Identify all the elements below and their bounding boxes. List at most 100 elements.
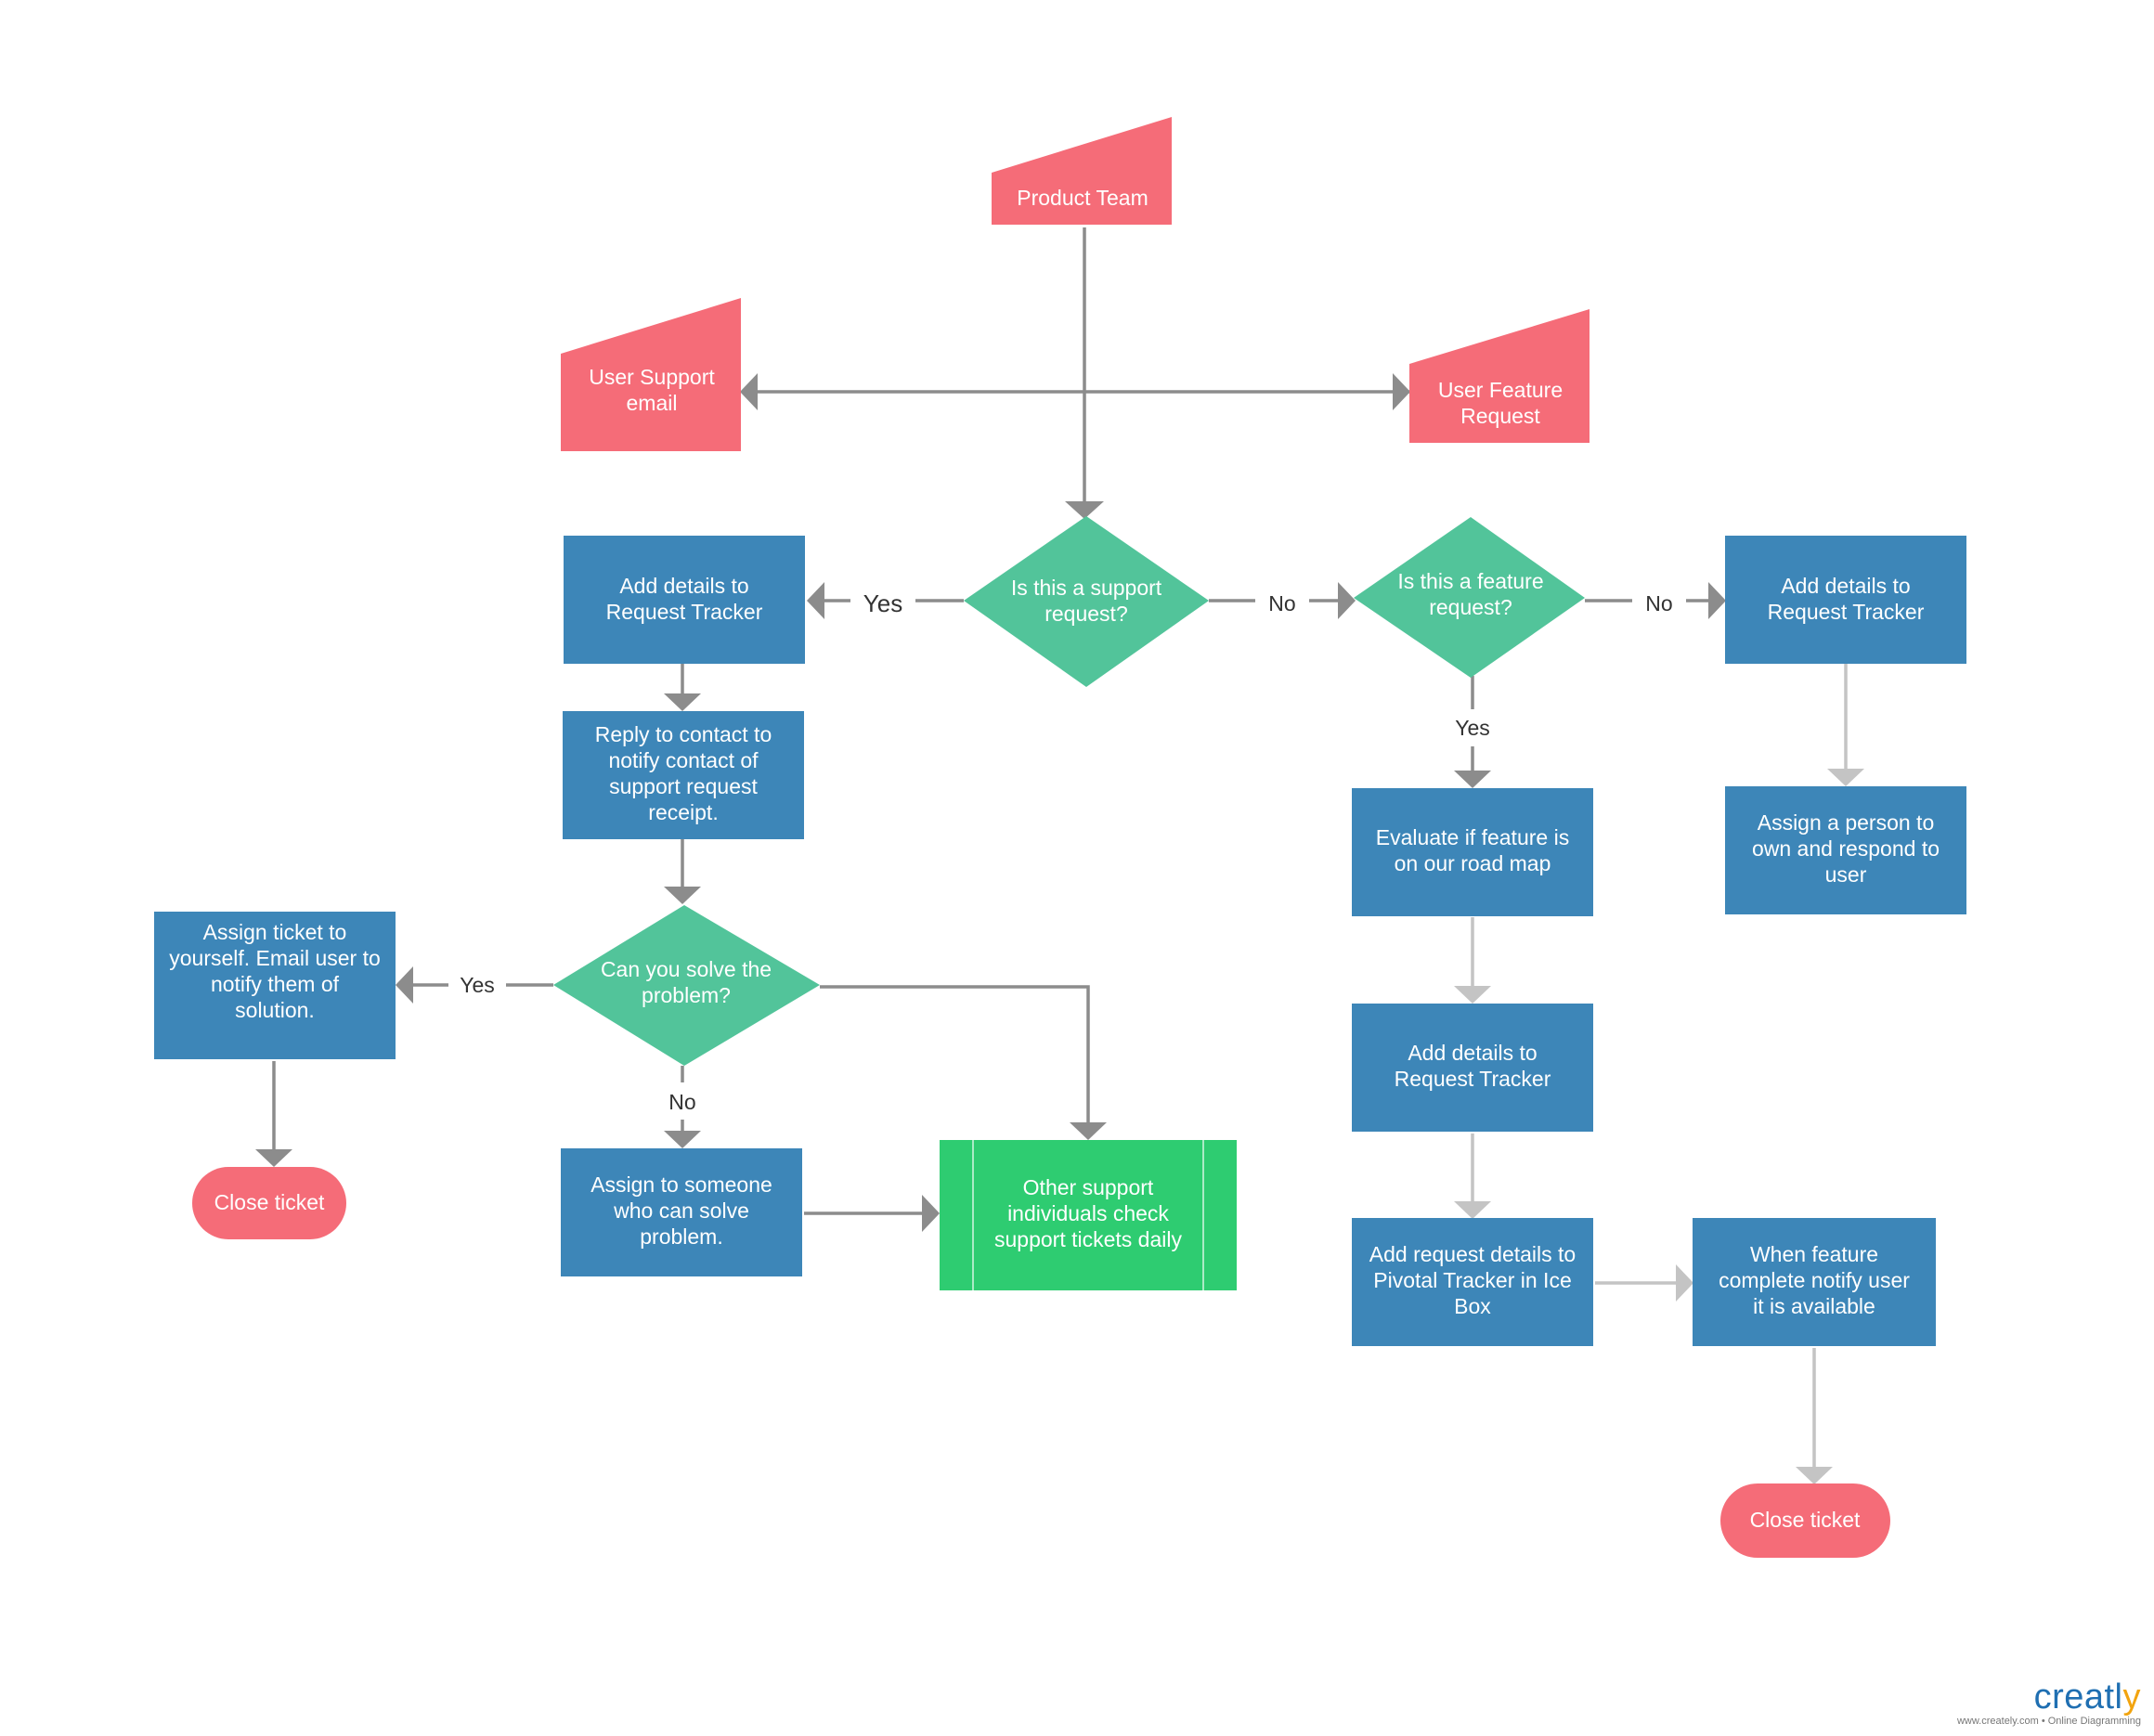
arrowhead-add-details-mid: [1454, 986, 1491, 1004]
edge-labels: Yes No No Yes Yes No: [448, 580, 1686, 1120]
node-close-ticket-left: Close ticket: [192, 1167, 346, 1239]
arrowhead-support-decision: [1065, 501, 1104, 519]
terminator-pill: [1720, 1483, 1890, 1558]
predefined-process-box: [940, 1140, 1237, 1290]
node-text-line: Request: [1460, 404, 1540, 428]
node-text-line: When feature: [1750, 1242, 1878, 1266]
node-close-ticket-left-text: Close ticket: [214, 1190, 325, 1214]
decision-diamond: [964, 516, 1209, 687]
node-text-line: own and respond to: [1752, 836, 1940, 861]
manual-input-shape: [1409, 309, 1590, 443]
process-box: [563, 711, 804, 839]
arrowhead-add-details-right: [1708, 582, 1726, 619]
node-text-line: Add request details to: [1369, 1242, 1576, 1266]
edges: [255, 227, 1864, 1484]
node-product-team-text: Product Team: [1017, 186, 1148, 210]
node-text-line: yourself. Email user to: [169, 946, 381, 970]
arrowhead-feature-decision: [1338, 582, 1356, 619]
process-box: [1352, 788, 1593, 916]
brand-tagline: www.creately.com • Online Diagramming: [1956, 1716, 2141, 1727]
label-solve-no: No: [668, 1090, 695, 1114]
node-text-line: Add details to: [619, 574, 748, 598]
manual-input-shape: [992, 117, 1172, 225]
node-text-line: support tickets daily: [994, 1227, 1182, 1251]
node-text-line: who can solve: [613, 1198, 749, 1223]
arrowhead-when-complete: [1676, 1264, 1693, 1302]
node-text-line: Pivotal Tracker in Ice: [1373, 1268, 1571, 1292]
node-text-line: User Feature: [1438, 378, 1563, 402]
manual-input-shape: [561, 298, 741, 451]
node-text-line: Request Tracker: [606, 600, 763, 624]
node-text-line: Reply to contact to: [595, 722, 772, 746]
process-box: [561, 1148, 802, 1276]
node-text-line: user: [1825, 862, 1867, 887]
node-text-line: Add details to: [1408, 1041, 1537, 1065]
process-box: [1725, 536, 1966, 664]
node-text-line: it is available: [1753, 1294, 1875, 1318]
node-product-team: Product Team: [992, 117, 1172, 225]
label-support-yes: Yes: [863, 589, 902, 617]
arrowhead-assign-person: [1827, 769, 1864, 786]
arrowhead-user-feature-request: [1393, 373, 1410, 410]
node-close-ticket-right: Close ticket: [1720, 1483, 1890, 1558]
node-close-ticket-right-text: Close ticket: [1750, 1508, 1861, 1532]
label-feature-no: No: [1645, 591, 1672, 615]
label-feature-yes: Yes: [1455, 716, 1490, 740]
node-text-line: Add details to: [1781, 574, 1910, 598]
node-text-line: Evaluate if feature is: [1376, 825, 1569, 849]
arrowhead-add-details-left: [807, 582, 824, 619]
node-text-line: Close ticket: [214, 1190, 325, 1214]
process-box: [564, 536, 805, 664]
arrowhead-other-support-left: [922, 1195, 940, 1232]
brand-name-accent: y: [2122, 1678, 2141, 1717]
arrowhead-assign-yourself: [396, 966, 413, 1004]
node-text-line: Assign ticket to: [203, 920, 347, 944]
node-text-line: Product Team: [1017, 186, 1148, 210]
node-text-line: on our road map: [1395, 851, 1551, 875]
arrowhead-pivotal: [1454, 1201, 1491, 1219]
node-text-line: notify contact of: [608, 748, 759, 772]
node-text-line: receipt.: [648, 800, 718, 824]
label-support-no: No: [1268, 591, 1295, 615]
node-text-line: Assign a person to: [1758, 810, 1935, 835]
label-solve-yes: Yes: [460, 973, 495, 997]
node-text-line: support request: [609, 774, 758, 798]
node-text-line: request?: [1429, 595, 1512, 619]
node-text-line: solution.: [235, 998, 315, 1022]
process-box: [1352, 1004, 1593, 1132]
node-text-line: Box: [1454, 1294, 1491, 1318]
node-text-line: Is this a support: [1011, 576, 1162, 600]
node-text-line: email: [627, 391, 678, 415]
decision-diamond: [553, 905, 820, 1066]
process-box: [1352, 1218, 1593, 1346]
node-text-line: Close ticket: [1750, 1508, 1861, 1532]
arrowhead-solve-decision: [664, 887, 701, 904]
node-text-line: Is this a feature: [1397, 569, 1543, 593]
